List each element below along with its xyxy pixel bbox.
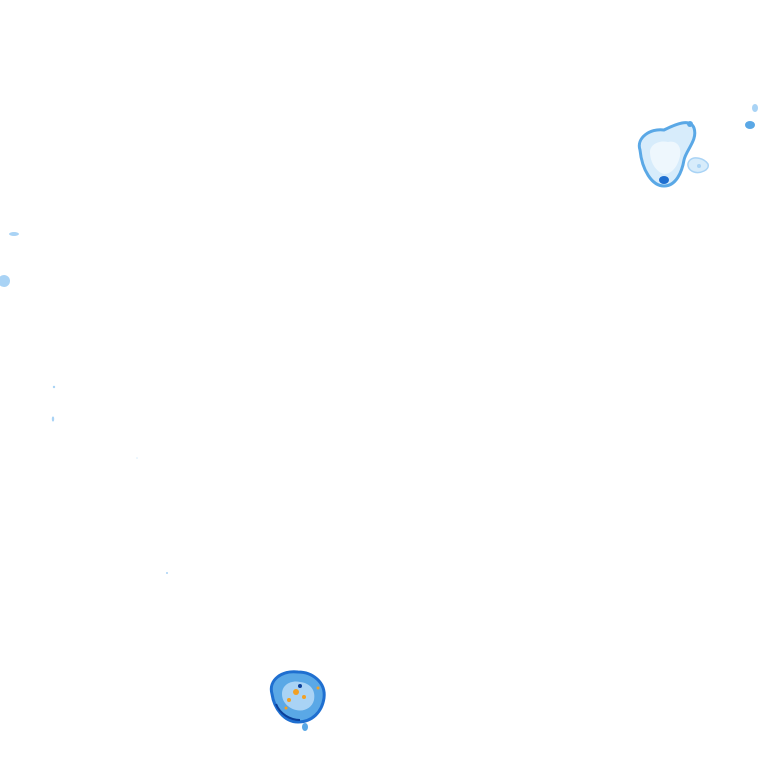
echo-core	[302, 695, 306, 699]
echo-dark-spot	[659, 176, 669, 184]
echo-core	[293, 689, 299, 695]
echo-cell-northeast	[637, 121, 709, 188]
echo-speck	[687, 121, 693, 127]
echo-inner-band	[282, 681, 315, 711]
echo-cell-west-edge	[0, 232, 168, 574]
echo-speck	[136, 457, 138, 459]
echo-speck	[51, 416, 55, 422]
echo-speck	[166, 572, 168, 574]
echo-speck	[0, 275, 10, 287]
echo-speck	[745, 121, 755, 129]
echo-core	[284, 706, 288, 710]
echo-dark-spot	[298, 684, 302, 688]
echo-speck	[752, 104, 758, 112]
echo-cell-south	[269, 670, 326, 731]
echo-speck	[52, 385, 56, 389]
echo-inner-fill	[650, 141, 681, 174]
echo-cell-northeast-fragment	[745, 104, 758, 129]
echo-speck	[9, 232, 19, 236]
echo-tail	[302, 723, 308, 731]
echo-core	[287, 698, 291, 702]
echo-core	[316, 686, 320, 690]
echo-dark-ring	[275, 703, 301, 721]
echo-speck	[697, 164, 701, 168]
